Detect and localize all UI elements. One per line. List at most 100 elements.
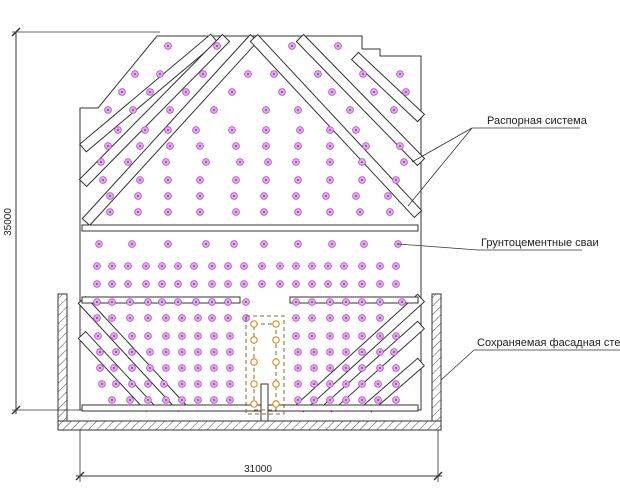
pile: [360, 240, 368, 248]
pile: [328, 88, 336, 96]
pile: [160, 380, 168, 388]
pile: [232, 208, 240, 216]
pile: [194, 314, 202, 322]
pile: [144, 380, 152, 388]
pile: [240, 262, 248, 270]
pile: [196, 176, 204, 184]
partition-pile: [250, 400, 258, 408]
callout-facade-label: Сохраняемая фасадная стена: [477, 337, 620, 349]
pile: [144, 396, 152, 404]
pile: [240, 280, 248, 288]
pile: [106, 208, 114, 216]
pile: [166, 106, 174, 114]
pile: [208, 298, 216, 306]
pile: [340, 280, 348, 288]
pile: [258, 280, 266, 288]
partition-pile: [250, 358, 258, 366]
pile: [324, 280, 332, 288]
pile: [196, 142, 204, 150]
pile: [162, 348, 170, 356]
pile: [97, 158, 105, 166]
pile: [376, 262, 384, 270]
pile: [358, 262, 366, 270]
pile: [236, 158, 244, 166]
pile: [142, 262, 150, 270]
pile: [232, 142, 240, 150]
pile: [358, 380, 366, 388]
pile: [224, 314, 232, 322]
callout-facade: Сохраняемая фасадная стена: [440, 337, 620, 381]
strut-upper-right-2: [295, 33, 426, 167]
pile: [294, 142, 302, 150]
pile: [230, 240, 238, 248]
pile: [226, 332, 234, 340]
facade-wall-right: [431, 293, 442, 431]
pile: [294, 364, 302, 372]
partition-pile: [272, 336, 280, 344]
pile: [166, 142, 174, 150]
pile: [158, 262, 166, 270]
pile: [386, 208, 394, 216]
pile: [262, 176, 270, 184]
pile: [342, 364, 350, 372]
dashed-zone: [245, 315, 285, 415]
pile: [292, 262, 300, 270]
pile: [104, 142, 112, 150]
pile: [146, 364, 154, 372]
pile: [392, 176, 400, 184]
pile: [114, 126, 122, 134]
pile: [194, 332, 202, 340]
pile: [194, 364, 202, 372]
pile: [294, 208, 302, 216]
pile: [126, 396, 134, 404]
pile: [93, 280, 101, 288]
pile: [192, 298, 200, 306]
pile: [134, 208, 142, 216]
pile: [190, 280, 198, 288]
pile: [112, 348, 120, 356]
pile: [210, 106, 218, 114]
pile: [294, 106, 302, 114]
pile: [156, 70, 164, 78]
pile: [126, 298, 134, 306]
partition-pile: [272, 320, 280, 328]
pile: [226, 348, 234, 356]
pile: [400, 158, 408, 166]
pile: [342, 396, 350, 404]
pile: [262, 142, 270, 150]
pile: [292, 192, 300, 200]
pile: [108, 396, 116, 404]
pile: [392, 380, 400, 388]
pile: [178, 348, 186, 356]
pile: [96, 348, 104, 356]
pile: [326, 380, 334, 388]
pile: [396, 142, 404, 150]
pile: [278, 88, 286, 96]
pile: [294, 348, 302, 356]
pile: [276, 262, 284, 270]
pile: [128, 240, 136, 248]
pile: [342, 314, 350, 322]
pile: [126, 314, 134, 322]
pile: [376, 364, 384, 372]
pile: [94, 332, 102, 340]
pile: [210, 348, 218, 356]
central-partition: [245, 315, 285, 422]
pile: [194, 396, 202, 404]
pile: [162, 364, 170, 372]
pile: [359, 70, 367, 78]
partition-stem: [260, 383, 269, 422]
pile: [178, 364, 186, 372]
pile: [162, 332, 170, 340]
pile: [164, 208, 172, 216]
pile: [128, 348, 136, 356]
pile: [358, 176, 366, 184]
pile: [402, 88, 410, 96]
pile: [310, 396, 318, 404]
partition-pile: [272, 358, 280, 366]
partition-piles: [250, 320, 280, 408]
partition-pile: [272, 400, 280, 408]
pile: [174, 262, 182, 270]
excavation-outline: [79, 35, 422, 411]
